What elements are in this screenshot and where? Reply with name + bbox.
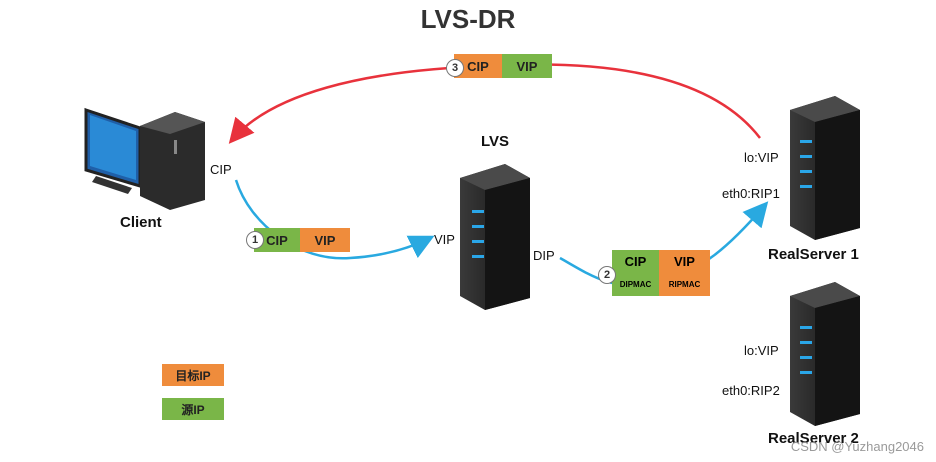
packet3: CIP VIP — [454, 54, 552, 78]
rs2-label: RealServer 2 — [768, 430, 859, 447]
realserver2-icon — [790, 282, 860, 426]
step2-badge: 2 — [598, 266, 616, 284]
legend-dest-ip: 目标IP — [162, 364, 224, 386]
realserver1-icon — [790, 96, 860, 240]
packet3-dst: VIP — [502, 54, 552, 78]
rs1-eth0-label: eth0:RIP1 — [722, 186, 780, 201]
lvs-dip-label: DIP — [533, 248, 555, 263]
packet2: CIP VIP DIPMAC RIPMAC — [612, 250, 710, 296]
packet2-dst: VIP — [659, 250, 710, 273]
diagram-title: LVS-DR — [420, 4, 516, 34]
rs2-lo-label: lo:VIP — [744, 343, 779, 358]
rs2-eth0-label: eth0:RIP2 — [722, 383, 780, 398]
rs1-lo-label: lo:VIP — [744, 150, 779, 165]
packet1: CIP VIP — [254, 228, 350, 252]
client-label: Client — [120, 214, 162, 231]
request-arrow-client-to-lvs — [234, 179, 435, 260]
legend-src-ip: 源IP — [162, 398, 224, 420]
client-computer-icon — [84, 107, 205, 210]
packet2-dst-mac: RIPMAC — [659, 273, 710, 296]
step3-badge: 3 — [446, 59, 464, 77]
lvs-label: LVS — [481, 133, 510, 150]
lvs-vip-label: VIP — [434, 232, 455, 247]
step1-badge: 1 — [246, 231, 264, 249]
rs1-label: RealServer 1 — [768, 246, 859, 263]
watermark: CSDN @Yuzhang2046 — [790, 439, 924, 454]
client-cip-label: CIP — [210, 162, 232, 177]
packet2-src-mac: DIPMAC — [612, 273, 659, 296]
packet2-src: CIP — [612, 250, 659, 273]
lvs-server-icon — [460, 164, 530, 310]
packet1-dst: VIP — [300, 228, 350, 252]
